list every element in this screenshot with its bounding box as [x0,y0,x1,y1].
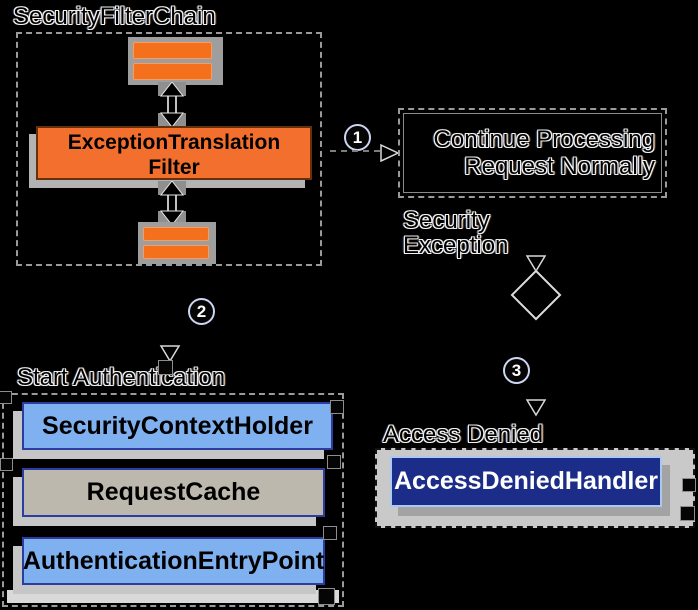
arrowhead-down-icon [525,399,547,422]
step-1-badge: 1 [344,124,371,151]
security-context-holder-box: SecurityContextHolder [22,402,333,450]
decision-diamond-icon [510,269,562,321]
security-filter-chain-label: SecurityFilterChain [13,3,216,30]
filter-bar [133,42,212,59]
request-cache-box: RequestCache [22,468,325,517]
exception-translation-filter-label-line2: Filter [148,156,200,179]
access-denied-container: AccessDeniedHandler [375,448,695,528]
selection-handle [318,588,335,605]
filter-bar [143,245,209,259]
step-3-badge: 3 [503,357,530,384]
continue-processing-box: Continue Processing Request Normally [398,108,667,198]
start-authentication-container: SecurityContextHolder RequestCache Authe… [2,393,344,607]
double-arrow-icon [157,180,187,230]
selection-handle [0,458,13,471]
security-exception-line2: Exception [403,232,509,259]
selection-handle [158,360,173,375]
authentication-entry-point-box: AuthenticationEntryPoint [22,537,325,585]
step-2-badge: 2 [188,298,215,325]
arrowhead-down-icon [525,255,547,278]
selection-handle [0,391,12,404]
dashed-connector [330,150,380,152]
selection-handle [327,455,341,469]
arrowhead-right-icon [380,143,400,167]
access-denied-label: Access Denied [383,421,544,448]
arrowhead-down-icon [159,345,181,368]
selection-handle [682,478,696,492]
exception-translation-filter-box: ExceptionTranslation Filter [36,126,312,180]
continue-processing-label-line1: Continue Processing [433,126,655,153]
filter-stack-bottom [138,222,216,264]
start-authentication-label: Start Authentication [17,364,226,391]
security-exception-line1: Security [403,207,490,234]
exception-translation-filter-label-line1: ExceptionTranslation [67,131,281,154]
security-exception-label: Security Exception [403,208,508,258]
continue-processing-label-line2: Request Normally [464,153,655,180]
double-arrow-icon [157,81,187,132]
continue-processing-inner-border [403,113,662,193]
filter-bar [143,227,209,241]
container-shadow-strip [7,590,339,603]
selection-handle [323,526,337,540]
selection-handle [330,400,344,414]
security-filter-chain-container [16,32,322,266]
filter-stack-top [128,37,223,85]
filter-bar [133,63,212,80]
selection-handle [680,506,695,521]
access-denied-handler-box: AccessDeniedHandler [390,456,662,507]
